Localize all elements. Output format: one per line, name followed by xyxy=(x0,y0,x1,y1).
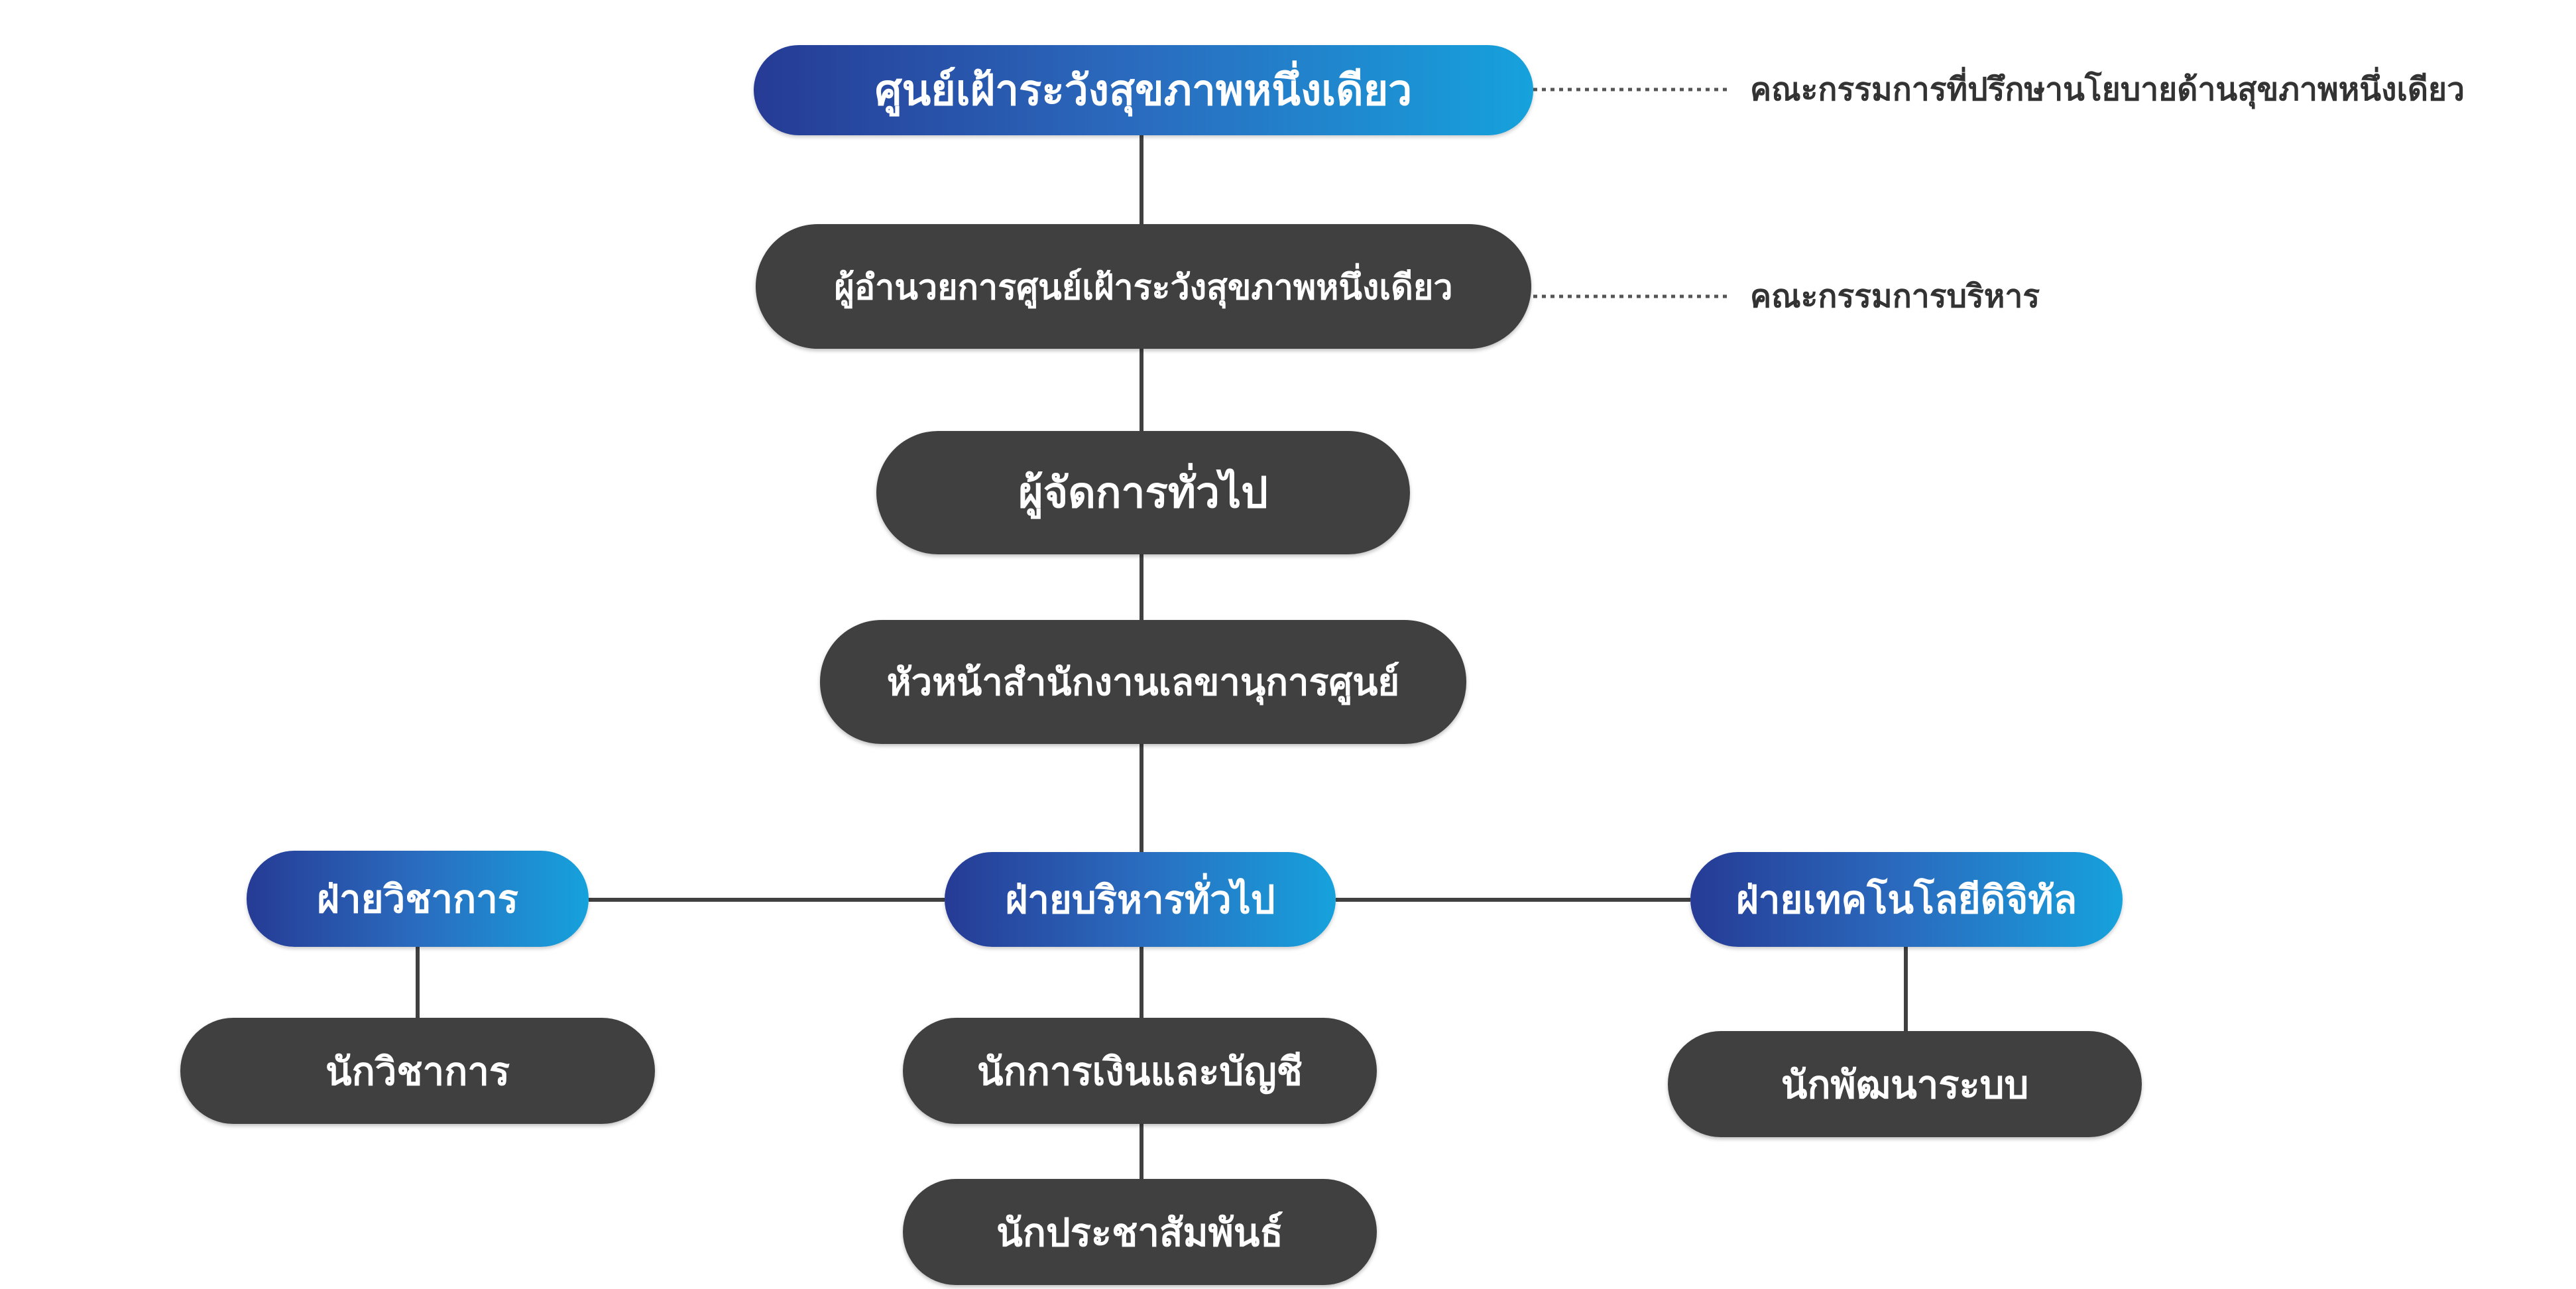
node-finance-officer: นักการเงินและบัญชี xyxy=(903,1018,1377,1124)
node-system-developer: นักพัฒนาระบบ xyxy=(1668,1031,2142,1137)
node-secretariat-head: หัวหน้าสำนักงานเลขานุการศูนย์ xyxy=(820,620,1466,744)
node-general-manager: ผู้จัดการทั่วไป xyxy=(876,431,1410,554)
node-digital-division: ฝ่ายเทคโนโลยีดิจิทัล xyxy=(1690,852,2123,947)
node-center: ศูนย์เฝ้าระวังสุขภาพหนึ่งเดียว xyxy=(754,45,1533,135)
node-pr-officer: นักประชาสัมพันธ์ xyxy=(903,1179,1377,1285)
node-director: ผู้อำนวยการศูนย์เฝ้าระวังสุขภาพหนึ่งเดีย… xyxy=(756,224,1531,349)
node-academic-division: ฝ่ายวิชาการ xyxy=(247,851,589,947)
node-academic-officer: นักวิชาการ xyxy=(180,1018,655,1124)
node-admin-division: ฝ่ายบริหารทั่วไป xyxy=(945,852,1336,947)
label-advisory-committee: คณะกรรมการที่ปรึกษานโยบายด้านสุขภาพหนึ่ง… xyxy=(1750,71,2465,108)
label-executive-committee: คณะกรรมการบริหาร xyxy=(1750,278,2040,315)
